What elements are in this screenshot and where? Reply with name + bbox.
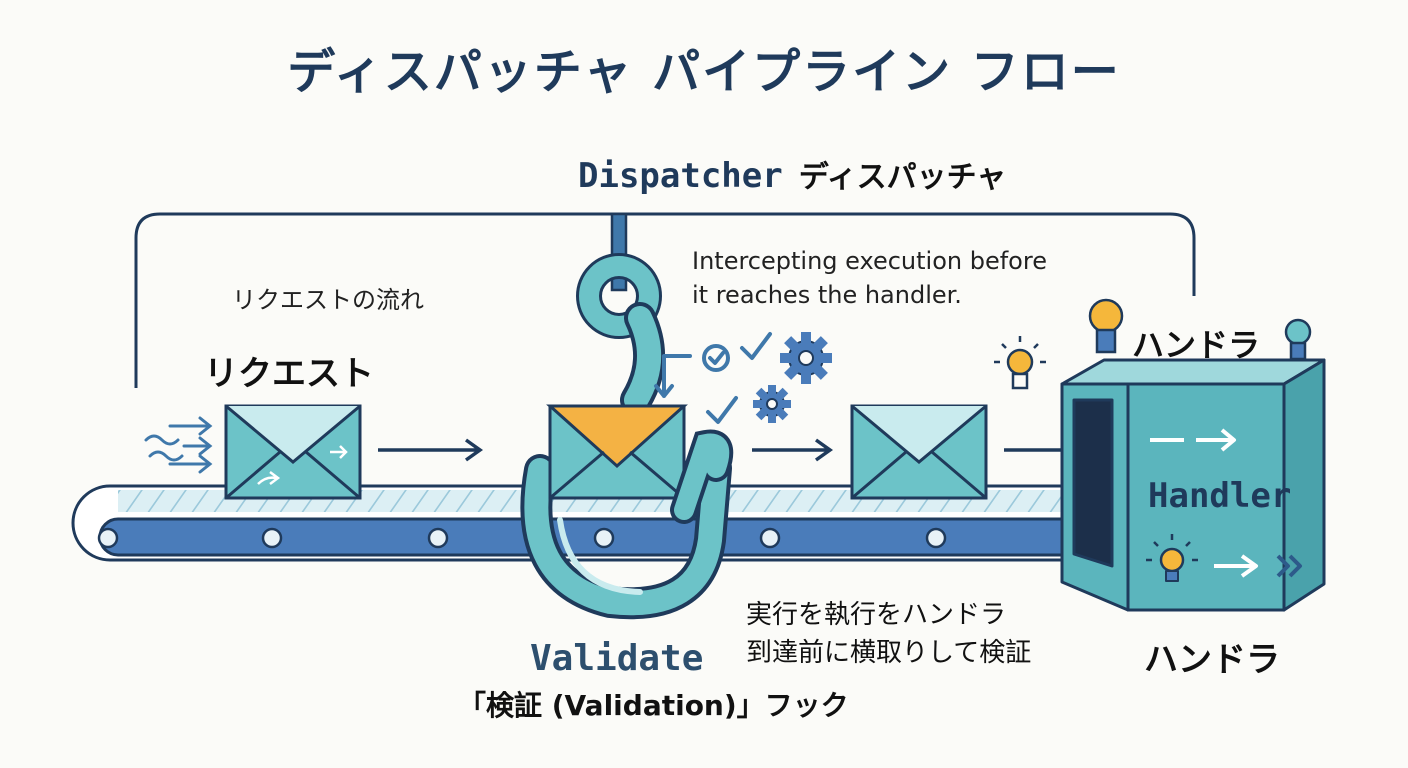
request-flow-label: リクエストの流れ — [232, 286, 424, 314]
intercept-note-ja-line2: 到達前に横取りして検証 — [746, 638, 1032, 668]
arrow-icon — [752, 438, 834, 462]
lightbulb-icon — [1088, 298, 1124, 354]
lightbulb-icon — [994, 336, 1046, 390]
page-title: ディスパッチャ パイプライン フロー — [287, 44, 1121, 100]
envelope-icon — [850, 404, 988, 500]
hook-tip-icon — [670, 429, 734, 524]
envelope-icon — [224, 404, 362, 500]
gear-icon — [753, 332, 832, 423]
hook-icon — [520, 212, 732, 620]
intercept-note-ja: 実行を執行をハンドラ 到達前に横取りして検証 — [746, 596, 1031, 672]
handler-label-bottom: ハンドラ — [1144, 640, 1280, 680]
intercept-note: Intercepting execution before it reaches… — [692, 244, 1047, 312]
intercept-note-ja-line1: 実行を執行をハンドラ — [746, 600, 1007, 630]
validation-hook-label: 「検証 (Validation)」フック — [458, 689, 849, 722]
handler-label-top: ハンドラ — [1132, 326, 1261, 364]
dispatcher-label: Dispatcher ディスパッチャ — [578, 152, 1006, 196]
envelope-icon — [546, 404, 688, 500]
arrow-icon — [378, 438, 484, 462]
dispatcher-label-ja: ディスパッチャ — [798, 160, 1007, 195]
incoming-arrows-icon — [144, 416, 213, 474]
lightbulb-icon — [1284, 318, 1312, 361]
dispatcher-label-en: Dispatcher — [578, 156, 783, 196]
intercept-note-line1: Intercepting execution before — [692, 247, 1047, 275]
handler-box-label: Handler — [1148, 476, 1292, 516]
validate-label: Validate — [530, 638, 704, 679]
dispatcher-bracket — [134, 212, 1196, 388]
lightbulb-icon — [1146, 534, 1198, 582]
handler-box — [1060, 358, 1326, 612]
checkmark-icon — [654, 332, 772, 424]
request-label: リクエスト — [204, 354, 374, 394]
intercept-note-line2: it reaches the handler. — [692, 281, 962, 309]
